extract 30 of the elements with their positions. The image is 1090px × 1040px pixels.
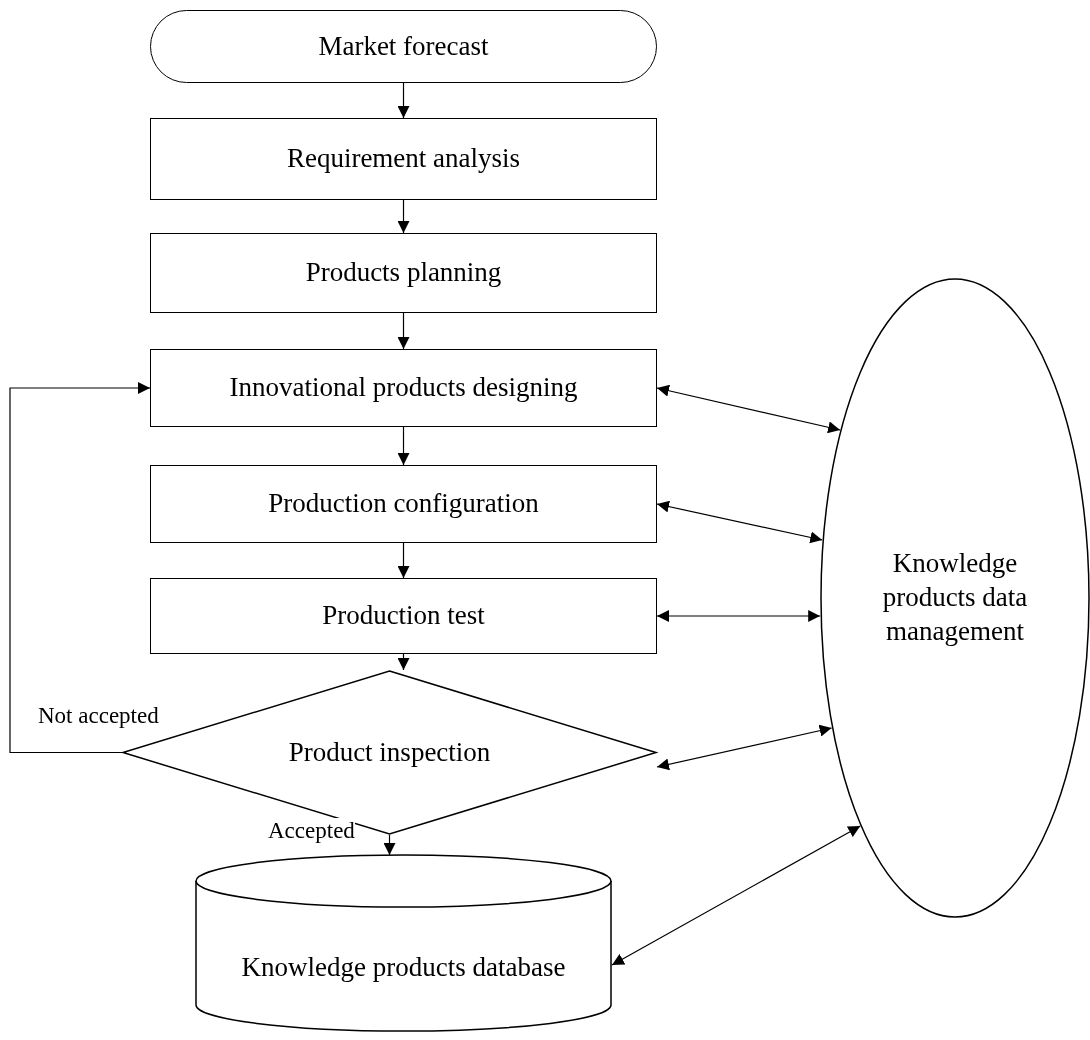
process-box bbox=[150, 349, 657, 427]
process-box bbox=[150, 578, 657, 654]
node-label: Requirement analysis bbox=[285, 142, 522, 176]
database-cylinder bbox=[195, 855, 612, 1032]
arrow bbox=[397, 82, 410, 119]
edge-label: Accepted bbox=[268, 818, 355, 844]
double-arrow bbox=[656, 610, 821, 622]
node-label: Production configuration bbox=[267, 487, 540, 521]
process-box bbox=[150, 233, 657, 313]
node-label: Knowledge products data management bbox=[881, 547, 1029, 648]
arrow bbox=[9, 382, 151, 754]
process-box bbox=[150, 118, 657, 200]
double-arrow bbox=[656, 724, 833, 771]
node-label: Market forecast bbox=[317, 29, 490, 63]
double-arrow bbox=[656, 500, 823, 544]
process-box bbox=[150, 465, 657, 543]
arrow bbox=[383, 834, 396, 856]
double-arrow bbox=[656, 384, 841, 434]
node-label: Production test bbox=[321, 599, 486, 633]
double-arrow bbox=[611, 825, 861, 966]
arrow bbox=[397, 426, 410, 466]
arrow bbox=[397, 542, 410, 579]
arrow bbox=[397, 312, 410, 350]
node-label: Products planning bbox=[304, 256, 503, 290]
node-label: Knowledge products database bbox=[240, 950, 567, 984]
data-ellipse bbox=[820, 278, 1090, 918]
arrow bbox=[397, 199, 410, 234]
node-label: Product inspection bbox=[287, 735, 492, 769]
arrow bbox=[397, 653, 410, 671]
node-label: Innovational products designing bbox=[228, 371, 579, 405]
